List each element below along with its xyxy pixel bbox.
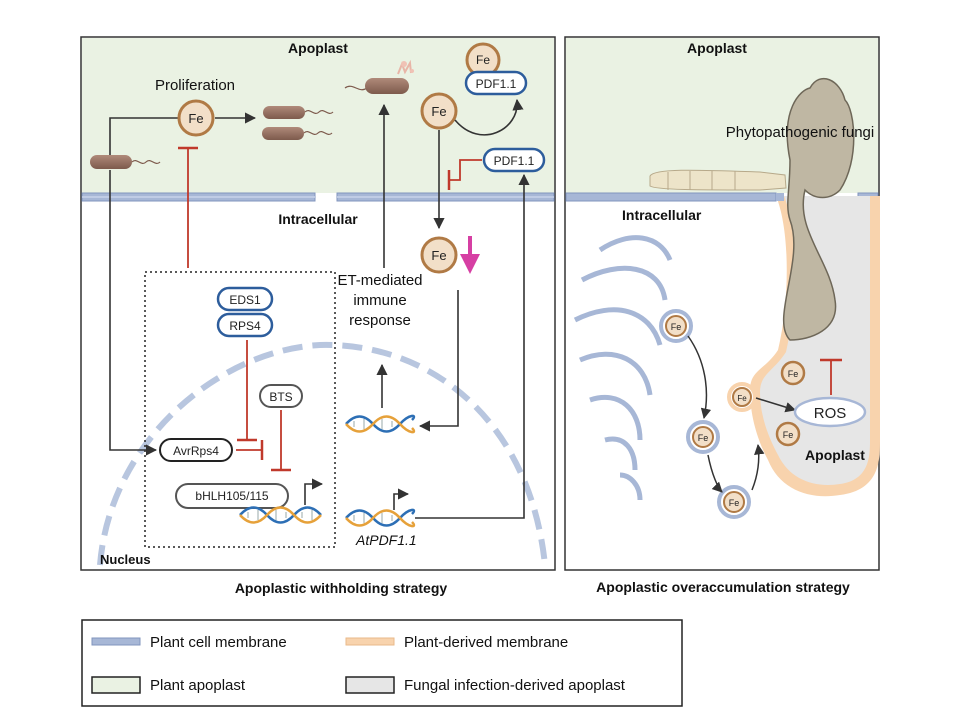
fe-binding-arrow — [454, 98, 524, 136]
fe-iron-proliferation: Fe — [177, 99, 215, 137]
legend-item-plant-cell-membrane: Plant cell membrane — [91, 634, 287, 651]
nucleus-envelope — [97, 341, 548, 566]
svg-text:PDF1.1: PDF1.1 — [494, 154, 535, 168]
vesicle-arrow-2 — [707, 454, 723, 493]
bhlh-promoter-arrow — [304, 478, 324, 505]
svg-text:Fe: Fe — [671, 322, 682, 332]
et-response-line-1: ET-mediated — [337, 272, 422, 289]
svg-text:Plant apoplast: Plant apoplast — [150, 677, 246, 694]
nuclear-complex-box — [144, 271, 336, 548]
fungi-label: Phytopathogenic fungi — [726, 124, 874, 141]
vesicle-arrow-3 — [751, 443, 765, 491]
right-panel: Fe Fe Fe Fe Fe Fe — [564, 36, 880, 571]
svg-text:Fe: Fe — [431, 104, 446, 119]
atpdf-promoter-arrow — [393, 488, 410, 510]
atpdf-gene-label: AtPDF1.1 — [355, 532, 417, 548]
left-panel: Apoplast Intracellular Nucleus Prolifera… — [80, 36, 556, 571]
et-response-line-3: response — [349, 312, 411, 329]
vesicle-fe-3: Fe — [717, 485, 751, 519]
vesicle-fe-1: Fe — [659, 309, 693, 343]
vesicle-fe-2: Fe — [686, 420, 720, 454]
proliferation-line — [109, 117, 178, 155]
svg-text:RPS4: RPS4 — [229, 319, 261, 333]
effector-delivery-arrow — [109, 170, 158, 456]
bacterium-icon — [90, 155, 161, 169]
eds1-protein: EDS1 — [216, 286, 274, 312]
svg-text:EDS1: EDS1 — [229, 293, 261, 307]
right-intracellular-label: Intracellular — [622, 207, 702, 223]
dna-helix-atpdf-icon — [345, 508, 416, 528]
svg-text:ROS: ROS — [814, 405, 847, 422]
vesicle-fe-4: Fe — [727, 382, 757, 412]
svg-text:Fungal infection-derived apopl: Fungal infection-derived apoplast — [404, 677, 626, 694]
bhlh-transcription-factor: bHLH105/115 — [175, 483, 289, 509]
fe-to-ros-arrow — [755, 397, 797, 413]
dna-helix-bhlh-icon — [239, 506, 322, 524]
fungal-spore-icon — [649, 169, 787, 191]
nucleus-label: Nucleus — [100, 552, 151, 567]
et-response-line-2: immune — [353, 292, 406, 309]
fe-iron-intracellular: Fe — [420, 236, 458, 274]
svg-text:BTS: BTS — [269, 390, 292, 404]
svg-text:Fe: Fe — [737, 394, 747, 403]
left-intracellular-label: Intracellular — [278, 211, 358, 227]
lysed-bacterium-icon — [344, 59, 414, 94]
left-apoplast-label: Apoplast — [288, 40, 348, 56]
svg-text:Fe: Fe — [729, 498, 740, 508]
svg-text:PDF1.1: PDF1.1 — [476, 77, 517, 91]
svg-text:bHLH105/115: bHLH105/115 — [195, 489, 268, 503]
right-apoplast-label: Apoplast — [687, 40, 747, 56]
fe-iron-apoplast: Fe — [420, 92, 458, 130]
svg-text:Plant-derived membrane: Plant-derived membrane — [404, 634, 568, 651]
proliferating-bacteria-icon — [262, 106, 334, 140]
fe-signal-arrow — [418, 290, 459, 432]
fe-iron-pocket-1: Fe — [780, 360, 806, 386]
inner-apoplast-label: Apoplast — [805, 447, 865, 463]
proliferation-label: Proliferation — [155, 77, 235, 94]
fe-iron-pocket-2: Fe — [775, 421, 801, 447]
legend-item-fungal-apoplast: Fungal infection-derived apoplast — [345, 676, 626, 694]
avrrps4-effector: AvrRps4 — [159, 438, 233, 462]
vesicle-arrow-1 — [687, 335, 712, 420]
legend: Plant cell membrane Plant-derived membra… — [81, 619, 683, 707]
rps4-protein: RPS4 — [216, 312, 274, 338]
golgi-apparatus-icon — [573, 235, 673, 501]
svg-text:Fe: Fe — [188, 111, 203, 126]
svg-text:Fe: Fe — [431, 248, 446, 263]
right-plant-membrane-left — [565, 192, 777, 202]
dna-helix-upper-icon — [345, 414, 416, 434]
svg-text:AvrRps4: AvrRps4 — [173, 444, 219, 458]
left-plant-membrane — [81, 192, 555, 202]
left-caption: Apoplastic withholding strategy — [235, 580, 448, 596]
svg-text:Plant cell membrane: Plant cell membrane — [150, 634, 287, 651]
bts-protein: BTS — [259, 384, 303, 408]
pdf-free-protein: PDF1.1 — [482, 147, 546, 173]
svg-text:Fe: Fe — [788, 369, 799, 379]
svg-text:Fe: Fe — [476, 53, 490, 67]
svg-text:Fe: Fe — [783, 430, 794, 440]
fungal-haustorium-icon — [782, 77, 855, 341]
svg-text:Fe: Fe — [698, 433, 709, 443]
ros-molecule: ROS — [793, 396, 867, 428]
legend-item-plant-derived-membrane: Plant-derived membrane — [345, 634, 568, 651]
pdf-bound-protein: PDF1.1 — [464, 70, 528, 96]
pdf-secretion-arrow — [415, 173, 530, 519]
right-caption: Apoplastic overaccumulation strategy — [596, 579, 850, 595]
legend-item-plant-apoplast: Plant apoplast — [91, 676, 246, 694]
inhibit-line-pdf — [449, 159, 482, 181]
